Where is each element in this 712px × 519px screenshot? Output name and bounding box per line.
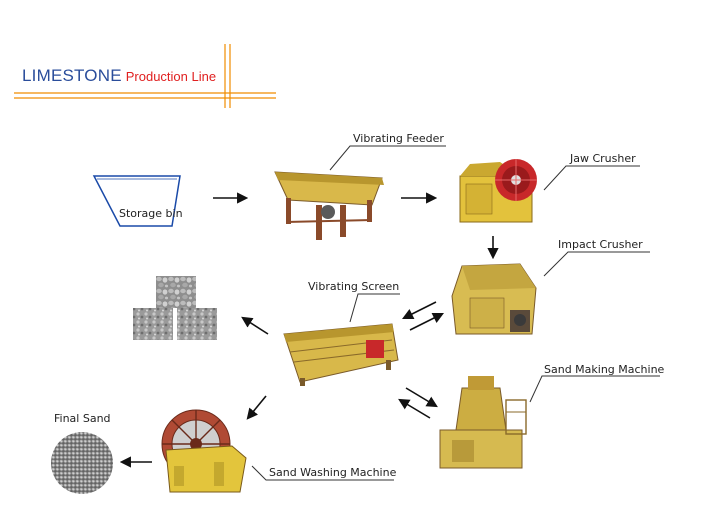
label-sand-making-machine: Sand Making Machine [544,363,665,376]
label-vibrating-feeder: Vibrating Feeder [353,132,444,145]
label-impact-crusher: Impact Crusher [558,238,643,251]
arrow-screen-to-stones [241,316,269,335]
storage-bin-icon [92,175,181,227]
jaw-crusher-icon [459,159,537,223]
arrow-impact-to-screen [401,301,437,320]
vibrating-screen-icon [283,323,399,386]
aggregate-stones-icon [133,276,217,340]
label-final-sand: Final Sand [54,412,111,425]
arrow-screen-to-impact [409,312,445,331]
header-decoration [14,44,276,108]
flow-arrows [119,192,499,468]
sand-making-machine-icon [439,376,527,469]
title-main: LIMESTONE [22,66,122,85]
label-vibrating-screen: Vibrating Screen [308,280,400,293]
arrow-screen-to-sand-maker [405,387,438,408]
label-sand-washing-machine: Sand Washing Machine [269,466,397,479]
label-storage-bin: Storage bin [119,207,183,220]
vibrating-feeder-icon [274,171,384,240]
sand-washing-machine-icon [161,409,247,493]
arrow-sand-maker-to-screen [398,398,431,419]
label-leaders [251,145,660,481]
arrow-screen-to-washer [246,395,267,420]
final-sand-icon [51,432,113,494]
impact-crusher-icon [451,263,537,335]
title-sub: Production Line [125,69,217,84]
label-jaw-crusher: Jaw Crusher [570,152,636,165]
